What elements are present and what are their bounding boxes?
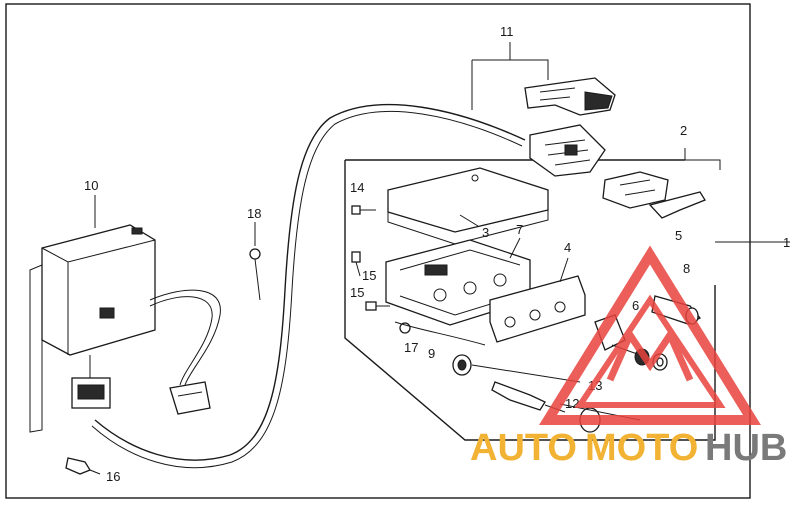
watermark-auto: AUTO xyxy=(470,427,577,469)
watermark-hub: HUB xyxy=(705,427,787,469)
main-wire-harness xyxy=(94,103,526,461)
part-label-5: 5 xyxy=(675,228,682,243)
callout-13-line xyxy=(471,364,581,383)
part-label-18: 18 xyxy=(247,206,261,221)
part-label-17: 17 xyxy=(404,340,418,355)
part-label-1: 1 xyxy=(783,235,790,250)
part-label-15-lower: 15 xyxy=(350,285,364,300)
watermark-triangle-outer xyxy=(539,245,761,425)
wire-9 xyxy=(394,321,486,346)
part-label-14: 14 xyxy=(350,180,364,195)
part-label-7: 7 xyxy=(516,222,523,237)
callout-11-bracket xyxy=(471,42,549,110)
part-label-4: 4 xyxy=(564,240,571,255)
part-label-15-upper: 15 xyxy=(362,268,376,283)
watermark-m-mark xyxy=(606,327,694,382)
panel-4 xyxy=(489,275,586,343)
part-label-8: 8 xyxy=(683,261,690,276)
connector-11-upper xyxy=(524,77,616,116)
part-label-9: 9 xyxy=(428,346,435,361)
connector-lower-left xyxy=(71,377,111,409)
callout-7-line xyxy=(509,237,521,259)
bracket-5 xyxy=(648,191,706,219)
watermark-triangle-inner xyxy=(574,294,726,408)
part-label-2: 2 xyxy=(680,123,687,138)
wire-control-unit-2 xyxy=(149,296,213,386)
control-unit-10 xyxy=(29,224,156,433)
part-label-6: 6 xyxy=(632,298,639,313)
part-label-10: 10 xyxy=(84,178,98,193)
screw-15-lower xyxy=(365,301,390,311)
bulb-16 xyxy=(65,457,101,475)
part-label-11: 11 xyxy=(500,24,514,39)
connector-lower-middle xyxy=(169,381,211,415)
outer-frame xyxy=(5,3,751,499)
part-label-16: 16 xyxy=(106,469,120,484)
callout-3-line xyxy=(459,214,479,227)
relay-2 xyxy=(602,171,669,209)
part-label-3: 3 xyxy=(482,225,489,240)
screw-14 xyxy=(351,205,376,215)
watermark-moto: MOTO xyxy=(585,427,698,469)
callout-2-bracket xyxy=(600,148,721,170)
screw-15-upper xyxy=(351,251,361,277)
grommet-13 xyxy=(452,354,472,376)
bracket-3 xyxy=(387,167,549,245)
watermark-logo xyxy=(539,245,761,425)
main-wire-harness-inner xyxy=(91,110,523,469)
wire-control-unit xyxy=(149,289,221,386)
connector-11-lower xyxy=(529,124,606,177)
clip-18 xyxy=(249,248,261,301)
callout-4-line xyxy=(559,257,569,283)
